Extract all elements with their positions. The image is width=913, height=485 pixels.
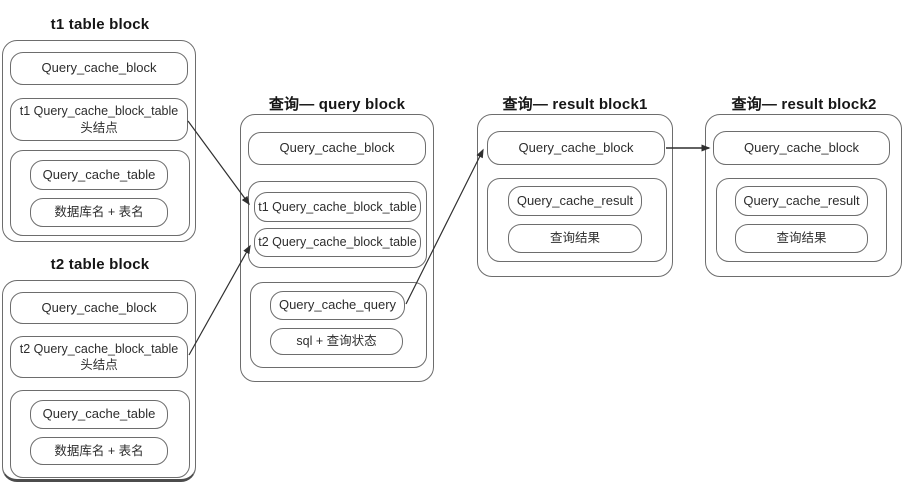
query-sql-status-label: sql + 查询状态 [296,334,377,349]
query-cache-query-box: Query_cache_query [270,291,405,320]
result2-query-cache-block-box: Query_cache_block [713,131,890,165]
t2-query-cache-block-table-box: t2 Query_cache_block_table 头结点 [10,336,188,378]
result2-query-cache-result-label: Query_cache_result [743,192,860,208]
query-t2-block-table-box: t2 Query_cache_block_table [254,228,421,257]
t2-query-cache-table-box: Query_cache_table [30,400,168,429]
result1-query-cache-block-box: Query_cache_block [487,131,665,165]
t1-query-cache-table-label: Query_cache_table [42,166,156,182]
result1-query-result-box: 查询结果 [508,224,642,253]
t2-query-cache-table-label: Query_cache_table [42,406,156,422]
t2-db-table-name-box: 数据库名 + 表名 [30,437,168,465]
result-block1-title: 查询— result block1 [502,96,648,113]
result2-query-cache-block-label: Query_cache_block [744,139,859,155]
t1-block-table-line1: t1 Query_cache_block_table [19,104,179,119]
t1-db-table-name-label: 数据库名 + 表名 [54,205,144,220]
result1-query-cache-result-box: Query_cache_result [508,186,642,216]
t2-block-table-line1: t2 Query_cache_block_table [19,341,179,356]
result-block2-title: 查询— result block2 [731,96,877,113]
query-t2-block-table-label: t2 Query_cache_block_table [258,235,417,250]
result1-query-cache-result-label: Query_cache_result [516,192,634,208]
result2-query-result-label: 查询结果 [776,231,827,246]
query-cache-query-label: Query_cache_query [278,297,397,313]
result2-query-result-box: 查询结果 [735,224,868,253]
t1-query-cache-table-box: Query_cache_table [30,160,168,190]
result1-query-result-label: 查询结果 [549,231,600,246]
t1-db-table-name-box: 数据库名 + 表名 [30,198,168,227]
t1-query-cache-block-box: Query_cache_block [10,52,188,85]
result1-query-cache-block-label: Query_cache_block [518,139,634,155]
query-sql-status-box: sql + 查询状态 [270,328,403,355]
query-block-title: 查询— query block [268,96,406,113]
t1-table-block-title: t1 table block [50,16,150,33]
t2-query-cache-block-label: Query_cache_block [41,299,157,315]
result2-query-cache-result-box: Query_cache_result [735,186,868,216]
result-block2-container [705,114,902,277]
t2-query-cache-block-box: Query_cache_block [10,292,188,324]
query-t1-block-table-label: t1 Query_cache_block_table [258,199,417,214]
t1-query-cache-block-table-box: t1 Query_cache_block_table 头结点 [10,98,188,141]
t2-table-block-title: t2 table block [50,256,150,273]
t1-query-cache-block-label: Query_cache_block [41,60,157,76]
query-query-cache-block-box: Query_cache_block [248,132,426,165]
t1-block-table-line2: 头结点 [80,120,118,135]
t2-table-block-container [2,280,196,482]
t2-table-inner-group [10,390,190,478]
t2-db-table-name-label: 数据库名 + 表名 [54,443,144,458]
t2-block-table-line2: 头结点 [80,358,118,372]
result-block1-inner-group [487,178,667,262]
result-block2-inner-group [716,178,887,262]
query-t1-block-table-box: t1 Query_cache_block_table [254,192,421,222]
query-query-cache-block-label: Query_cache_block [279,140,395,156]
